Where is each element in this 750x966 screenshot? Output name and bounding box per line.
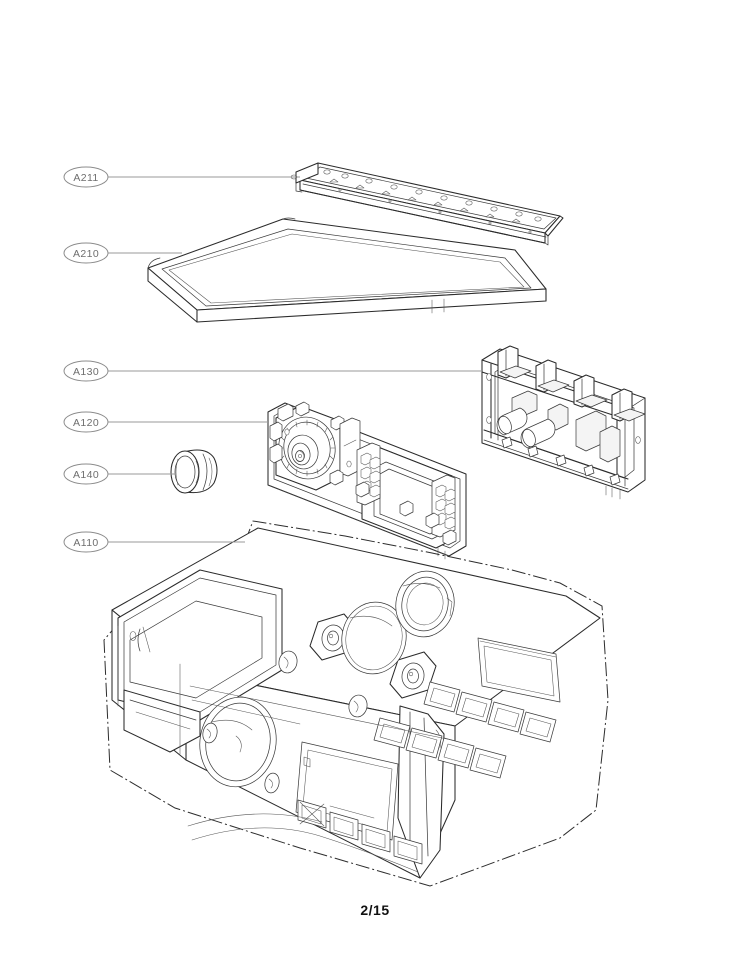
mounting-tab-group (501, 436, 621, 500)
callout-a120-label: A120 (73, 417, 99, 429)
part-a140-knob (170, 449, 218, 494)
rotary-encoder (275, 405, 341, 491)
part-a130-rear-frame (481, 345, 646, 500)
callout-a210-label: A210 (73, 248, 99, 260)
callout-a140-label: A140 (73, 469, 99, 481)
screw-hole-row (323, 169, 542, 222)
callout-a211-ellipse (63, 166, 109, 188)
part-a210-top-plate (147, 217, 547, 323)
callout-a120-ellipse (63, 411, 109, 433)
callout-a130-ellipse (63, 360, 109, 382)
callout-group: A211 A210 A130 A120 A140 (63, 166, 482, 553)
part-a211-rail-bracket (290, 162, 564, 246)
top-ring-bezel (395, 570, 455, 638)
dispenser-drawer (117, 569, 283, 753)
snap-clip-group (497, 345, 646, 422)
callout-a130[interactable]: A130 (63, 360, 482, 382)
cable-channel-group (496, 407, 556, 449)
callout-a110[interactable]: A110 (63, 531, 245, 553)
knob-mount-lower (389, 651, 437, 699)
callout-a130-label: A130 (73, 366, 99, 378)
callout-a210-ellipse (63, 242, 109, 264)
lcd-display (356, 442, 456, 549)
connector-group-left (269, 403, 294, 464)
callout-a120[interactable]: A120 (63, 411, 268, 433)
callout-a211[interactable]: A211 (63, 166, 300, 188)
part-a110-front-panel (103, 520, 609, 887)
page-number: 2/15 (360, 902, 390, 918)
callout-a140-ellipse (63, 463, 109, 485)
callout-a110-ellipse (63, 531, 109, 553)
callout-a110-label: A110 (73, 537, 98, 549)
top-bore-plain (341, 601, 407, 675)
indicator-hole-group (202, 722, 280, 794)
callout-a140[interactable]: A140 (63, 463, 176, 485)
top-indicator-group (278, 650, 368, 718)
callout-a211-label: A211 (73, 172, 98, 184)
button-cutout-row-rear (423, 681, 557, 743)
callout-a210[interactable]: A210 (63, 242, 182, 264)
standoff-group (329, 469, 457, 560)
button-pad-right (431, 474, 456, 538)
part-a120-control-pcb (267, 401, 467, 560)
top-rect-recess (477, 637, 561, 703)
button-cutout-row-upper (373, 717, 507, 779)
button-cutout-row-front (297, 799, 423, 865)
